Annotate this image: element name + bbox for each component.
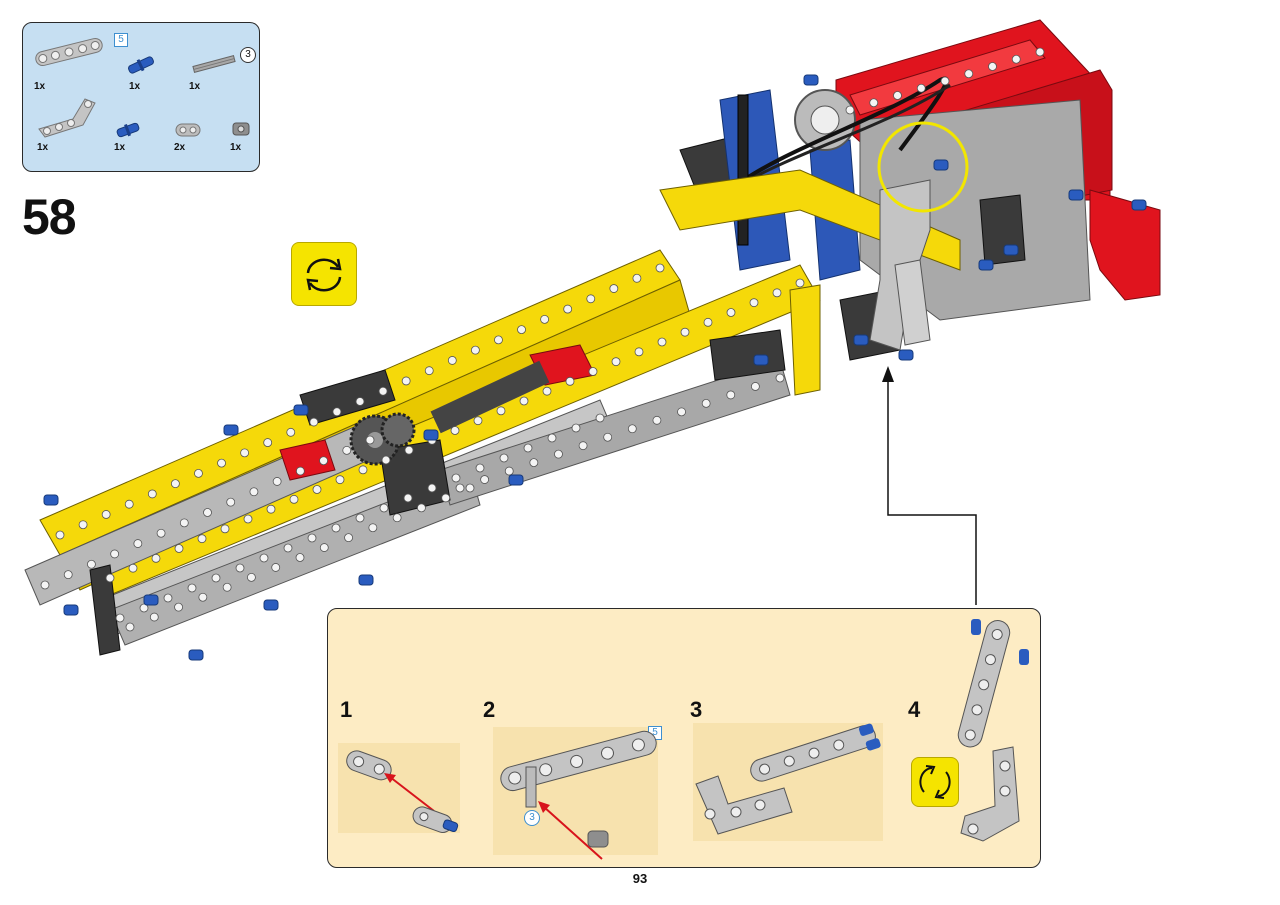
part-qty: 1x [114,142,126,153]
beam-holes [40,47,1045,632]
substep-number: 3 [690,697,703,722]
rotate-model-icon [911,757,959,807]
part-qty: 1x [34,81,46,92]
model-illustration [24,19,1161,661]
part-qty: 1x [129,81,141,92]
gray-connector-icon [175,123,201,137]
substep-number: 4 [908,697,921,722]
length-badge: 3 [524,810,540,826]
gray-axle-3-icon [192,55,236,73]
substep-2-illustration [500,730,657,860]
blue-pin-long-icon [128,56,154,74]
length-badge: 3 [240,47,256,63]
callout-pointer [882,366,977,605]
part-qty: 2x [174,142,186,153]
blue-pins [43,74,1147,661]
step-number: 58 [22,189,77,245]
new-gray-beam [869,179,931,351]
length-badge: 5 [114,33,128,47]
light-gray-beam-5-icon [35,37,103,67]
substep-panel: 1 2 5 3 3 [327,608,1041,868]
substep-4-illustration [957,619,1029,842]
page-number: 93 [632,871,648,886]
substep-number: 1 [340,697,353,722]
rotate-model-icon [291,242,357,306]
substep-3-illustration [695,723,881,835]
parts-list-box: 5 1x 1x 3 1x 1x 1x 2x [22,22,260,172]
callout-ring [877,121,969,213]
dark-gray-bush-icon [232,122,250,136]
part-qty: 1x [37,142,49,153]
substep-1-illustration [346,750,459,833]
blue-pin-icon [116,122,140,138]
substep-number: 2 [483,697,496,722]
part-qty: 1x [230,142,242,153]
red-accents [279,344,596,481]
gray-angled-beam-icon [38,98,96,138]
part-qty: 1x [189,81,201,92]
